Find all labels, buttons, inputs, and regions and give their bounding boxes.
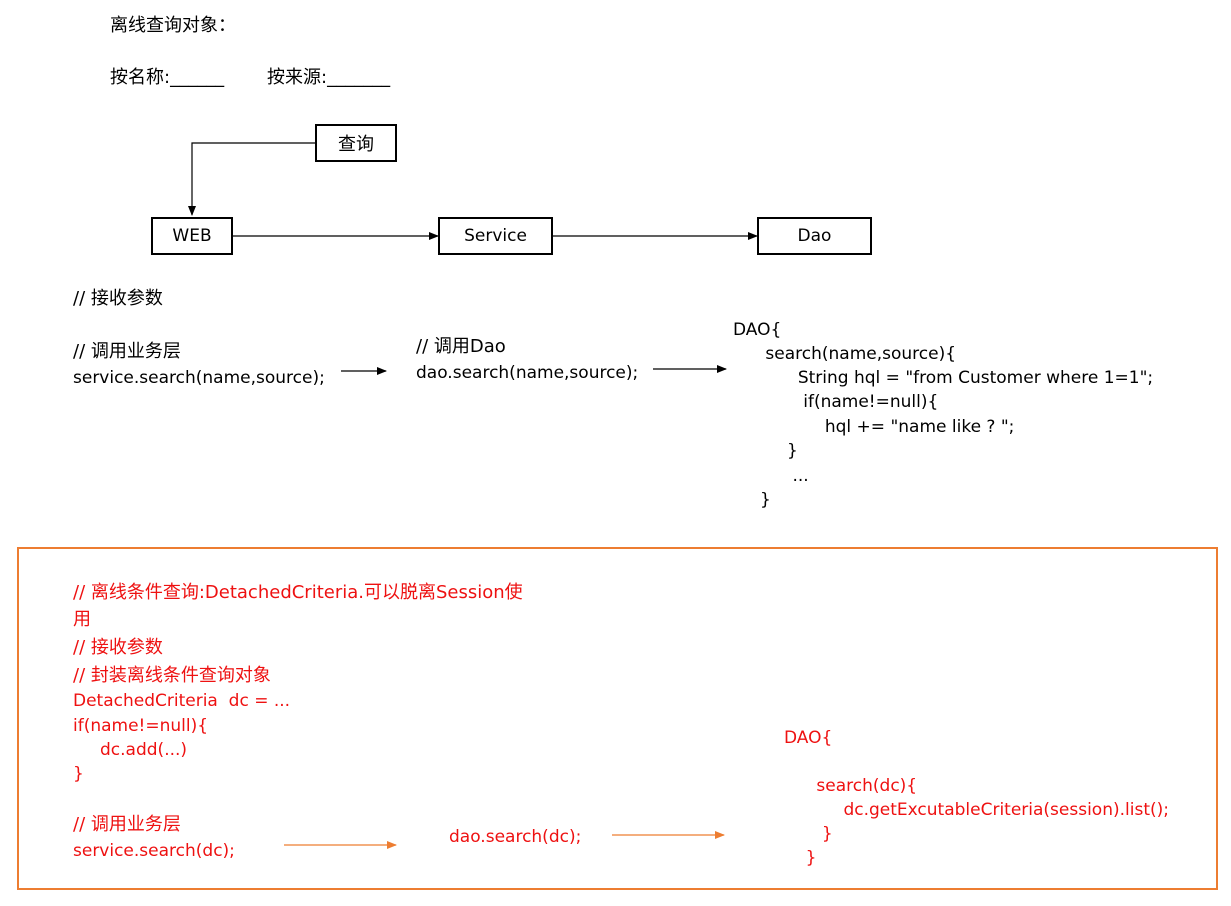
if-code: if(name!=null){ [73,716,209,736]
dao-code-line: ... [733,466,809,486]
page-title: 离线查询对象： [110,15,236,36]
close-brace: } [73,764,84,784]
receive-params-comment: // 接收参数 [73,288,163,309]
dao-code-line: DAO{ [733,320,782,340]
dao-code-line: search(name,source){ [733,344,957,364]
detached-criteria-frame [17,547,1218,890]
dao-dc-code-line: DAO{ [784,728,833,748]
dao-code-line: } [733,490,771,510]
dao-code-line: hql += "name like ? "; [733,417,1015,437]
query-box: 查询 [315,124,397,162]
service-box: Service [438,217,553,255]
detached-comment-line2: 用 [73,609,91,630]
dao-code-line: String hql = "from Customer where 1=1"; [733,368,1154,388]
add-code: dc.add(...) [73,740,188,760]
source-field-label: 按来源:_______ [267,67,391,88]
dao-dc-code-line: dc.getExcutableCriteria(session).list(); [784,800,1169,820]
call-dao-comment: // 调用Dao [416,336,506,357]
dao-code-line: if(name!=null){ [733,392,939,412]
query-to-web-arrow [188,142,315,216]
receive-params-comment-2: // 接收参数 [73,637,163,658]
detached-code: DetachedCriteria dc = ... [73,691,291,711]
dao-dc-code-line: search(dc){ [784,776,918,796]
web-box: WEB [151,217,233,255]
call-service-code: service.search(name,source); [73,368,325,388]
call-service-comment: // 调用业务层 [73,341,181,362]
name-field-label: 按名称:______ [110,67,225,88]
dao-dc-code-line: } [784,824,833,844]
detached-comment-line1: // 离线条件查询:DetachedCriteria.可以脱离Session使 [73,582,523,603]
call-dao-code: dao.search(name,source); [416,363,639,383]
dao-code-line: } [733,441,798,461]
dao-dc-code-line: } [784,848,817,868]
call-service-dc-code: service.search(dc); [73,841,235,861]
dao-box: Dao [757,217,872,255]
dao-dc-call: dao.search(dc); [449,827,582,847]
wrap-criteria-comment: // 封装离线条件查询对象 [73,665,271,686]
call-service-comment-2: // 调用业务层 [73,814,181,835]
